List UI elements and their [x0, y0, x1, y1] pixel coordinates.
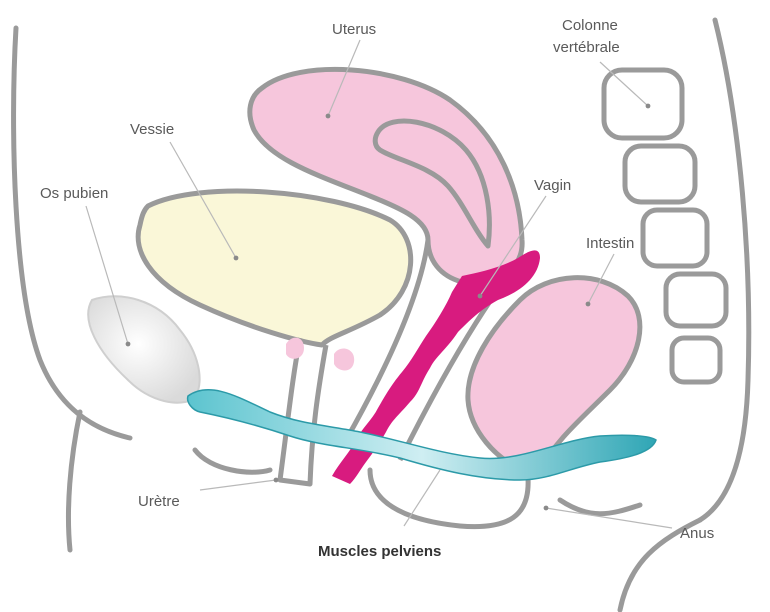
label-colonne-line2: vertébrale: [553, 39, 620, 56]
label-muscles-pelviens: Muscles pelviens: [318, 543, 441, 560]
label-vessie: Vessie: [130, 121, 174, 138]
vertebra: [625, 146, 695, 202]
bladder: [138, 191, 411, 345]
perineum-outline-left: [195, 450, 270, 472]
vertebra: [643, 210, 707, 266]
label-anus: Anus: [680, 525, 714, 542]
gland-left: [286, 338, 304, 359]
label-intestin: Intestin: [586, 235, 634, 252]
body-outline-front: [14, 28, 130, 438]
urethra: [280, 338, 326, 484]
vertebra: [604, 70, 682, 138]
body-outline-back: [700, 20, 749, 520]
label-colonne-line1: Colonne: [562, 17, 618, 34]
label-os-pubien: Os pubien: [40, 185, 108, 202]
label-vagin: Vagin: [534, 177, 571, 194]
pubic-bone: [88, 296, 199, 402]
label-uterus: Uterus: [332, 21, 376, 38]
vertebra: [666, 274, 726, 326]
label-uretre: Urètre: [138, 493, 180, 510]
leg-outline-front: [68, 412, 80, 550]
vertebra: [672, 338, 720, 382]
gland-right: [334, 348, 354, 370]
